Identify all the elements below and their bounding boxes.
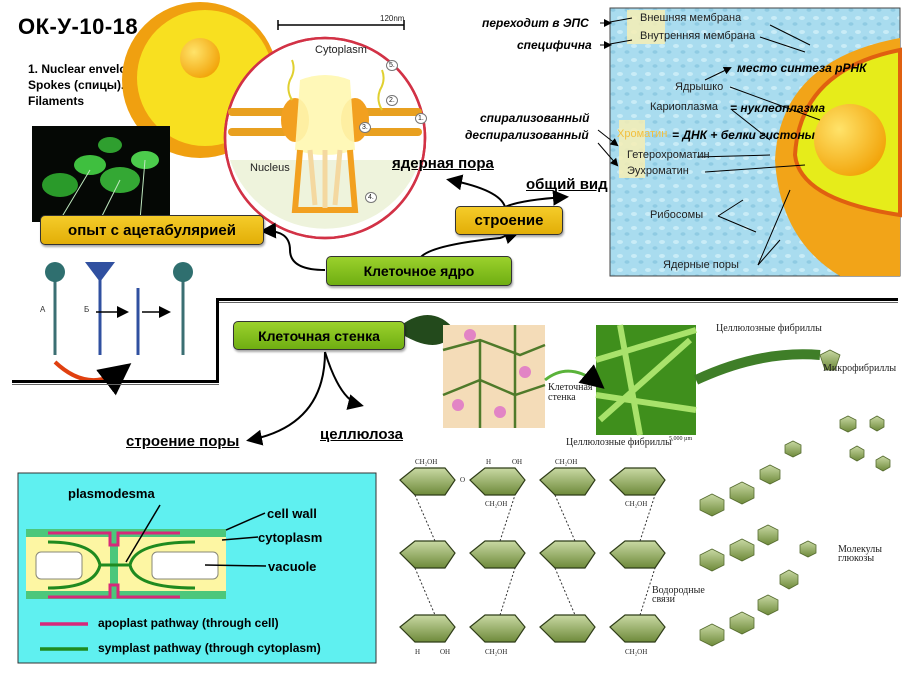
nucleus-detail-diagram [609,7,902,277]
atom-label-ch2oh: CH₂OH [625,500,648,508]
glucose-chains [699,349,891,647]
acetabularia-graft-diagram [45,262,193,396]
atom-label-ch2oh: CH₂OH [625,648,648,656]
label-fibril-scale: 5,000 µm [669,436,693,442]
cytoplasm-label: Cytoplasm [315,44,367,56]
label-rrna-site: место синтеза рРНК [737,61,867,75]
node-acetabularia-experiment[interactable]: опыт с ацетабулярией [40,215,264,245]
atom-label-ch2oh: CH₂OH [485,648,508,656]
link-nuclear-pore[interactable]: ядерная пора [392,155,494,172]
cellulose-structure [399,467,666,643]
label-cellulose-fibrils: Целлюлозные фибриллы [566,437,672,448]
graft-label-a: А [40,305,46,314]
label-glucose-molecules: Молекулы глюкозы [838,544,882,564]
note-passes-to-er: переходит в ЭПС [482,16,589,30]
label-microfibrils: Микрофибриллы [823,363,897,374]
acetabularia-photo [32,126,170,222]
label-chromatin-formula: = ДНК + белки гистоны [672,128,815,142]
pore-scale-label: 120nm [380,14,405,23]
legend-symplast: symplast pathway (through cytoplasm) [98,641,321,655]
label-nuclear-pores: Ядерные поры [663,259,739,271]
label-plasmodesma: plasmodesma [68,486,155,501]
pore-marker-5: 5. [386,60,398,71]
section-divider [12,298,898,385]
note-despiralized: деспирализованный [465,128,589,142]
pore-marker-4: 4. [365,192,377,203]
hydrogen-bond-lines [414,494,656,616]
pore-marker-3: 3. [359,122,371,133]
label-hydrogen-bonds: Водородные связи [652,585,705,605]
atom-label-ch2oh: CH₂OH [555,458,578,466]
label-euchromatin: Эухроматин [627,165,689,177]
label-inner-membrane: Внутренняя мембрана [640,30,756,42]
label-nucleoplasm: = нуклеоплазма [730,101,826,115]
atom-label-oh: OH [512,458,523,466]
concept-map-arrows [246,174,569,446]
label-nucleolus: Ядрышко [675,81,724,93]
label-cytoplasm: cytoplasm [258,530,323,545]
label-heterochromatin: Гетерохроматин [627,149,710,161]
pore-marker-2: 2. [386,95,398,106]
link-general-view[interactable]: общий вид [526,176,608,193]
node-structure[interactable]: строение [455,206,563,235]
note-spiralized: спирализованный [480,111,590,125]
node-cell-nucleus[interactable]: Клеточное ядро [326,256,512,286]
link-cellulose[interactable]: целлюлоза [320,426,403,443]
label-vacuole: vacuole [268,559,317,574]
label-cell-wall-illustration: Клеточная стенка [548,382,593,403]
atom-label-ch2oh: CH₂OH [485,500,508,508]
label-karyoplasm: Кариоплазма [650,101,718,113]
atom-label-oh: OH [440,648,451,656]
label-outer-membrane: Внешняя мембрана [640,12,742,24]
link-pore-structure[interactable]: строение поры [126,433,240,450]
graft-label-b: Б [84,305,89,314]
plasmodesma-diagram [17,472,377,664]
annotation-leader-lines [597,17,821,266]
page-title: ОК-У-10-18 [18,14,139,39]
atom-label-ch2oh: CH₂OH [415,458,438,466]
atom-label-h: H [486,458,492,466]
pore-marker-1: 1. [415,113,427,124]
label-chromatin: Хроматин [617,128,668,140]
atom-label-o: O [460,476,466,484]
label-ribosomes: Рибосомы [650,209,704,221]
leaf-cells-illustration [395,315,821,436]
atom-label-h: H [415,648,421,656]
label-cell-wall: cell wall [267,506,317,521]
label-cellulose-fibrils-top: Целлюлозные фибриллы [716,323,822,334]
node-cell-wall[interactable]: Клеточная стенка [233,321,405,350]
note-specific: специфична [517,38,592,52]
legend-apoplast: apoplast pathway (through cell) [98,616,279,630]
nucleus-label: Nucleus [250,162,290,174]
nuclear-pore-diagram [223,20,427,240]
